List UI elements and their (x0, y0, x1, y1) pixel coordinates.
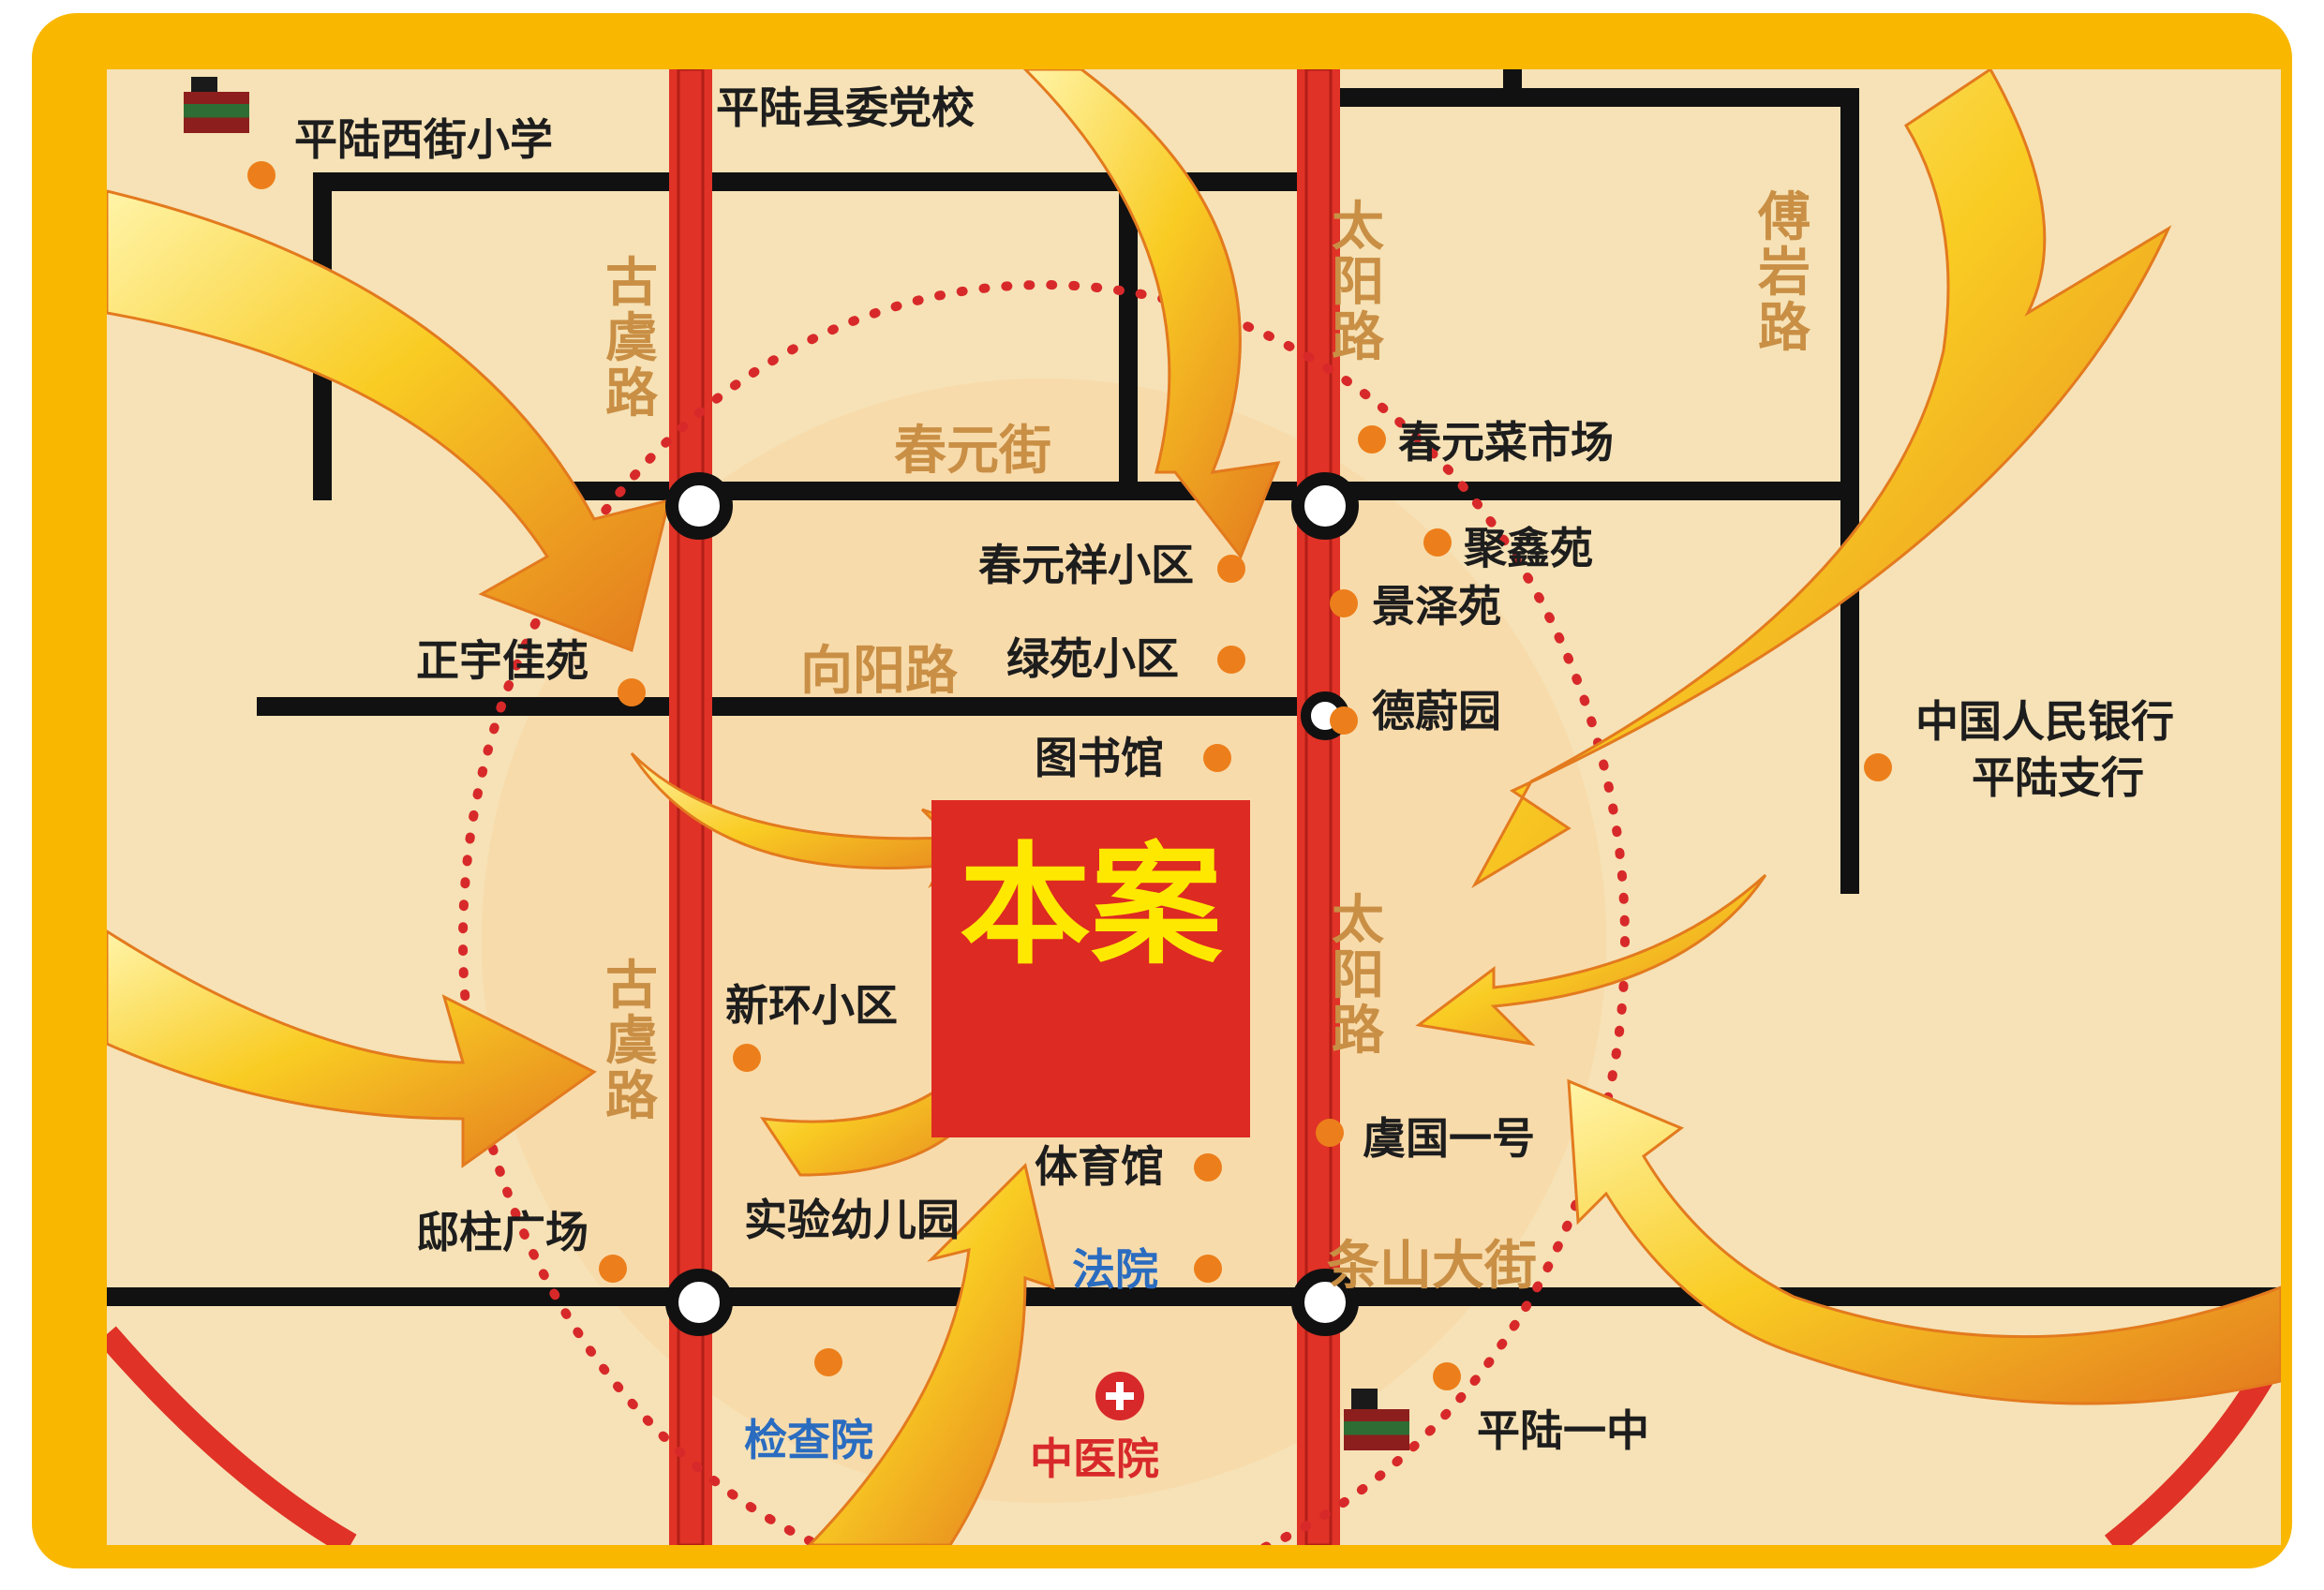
road-label-chun-yuan: 春元街 (894, 421, 1051, 482)
road-label-gu-yu-south: 古虞路 (605, 956, 658, 1127)
school-icon-books (184, 92, 249, 133)
road-label-tai-yang-north: 太阳路 (1332, 197, 1384, 368)
poi-dot (1194, 1255, 1222, 1283)
hospital-icon (1095, 1372, 1144, 1420)
location-map: 本案 古虞路 古虞路 太阳路 太阳路 傅岩路 春元街 向阳路 条山大街 平陆西街… (107, 69, 2281, 1545)
poi-tcm-hospital: 中医院 (1030, 1434, 1159, 1484)
poi-dot (618, 678, 646, 706)
project-site[interactable]: 本案 (931, 800, 1250, 1137)
poi-dot (733, 1044, 761, 1072)
road-label-fu-yan: 傅岩路 (1758, 187, 1810, 359)
junction-node (1291, 472, 1359, 540)
poi-square: 邸柱广场 (416, 1207, 588, 1257)
arrows (107, 69, 2281, 1545)
poi-chunyuanxiang: 春元祥小区 (978, 540, 1194, 590)
poi-dot (1217, 646, 1245, 674)
poi-gym: 体育馆 (1035, 1141, 1164, 1192)
road-label-tai-yang-south: 太阳路 (1332, 890, 1384, 1062)
road-label-gu-yu-north: 古虞路 (605, 253, 658, 424)
junction-node (665, 472, 733, 540)
poi-procuratorate: 检查院 (744, 1415, 873, 1465)
corner-arc (107, 1326, 357, 1545)
road-label-xiang-yang: 向阳路 (800, 641, 958, 702)
poi-dot (1433, 1362, 1461, 1390)
poi-dot (1316, 1119, 1344, 1147)
poi-yuguo: 虞国一号 (1363, 1113, 1535, 1164)
poi-jingze: 景泽苑 (1372, 581, 1501, 632)
poi-dot (814, 1348, 842, 1376)
poi-pboc: 中国人民银行 (1915, 696, 2174, 747)
poi-deweiyuan: 德蔚园 (1372, 686, 1501, 736)
poi-library: 图书馆 (1035, 733, 1164, 783)
poi-pboc-branch: 平陆支行 (1972, 752, 2144, 803)
poi-court: 法院 (1072, 1244, 1158, 1295)
poi-dot (599, 1255, 627, 1283)
poi-dot (1217, 555, 1245, 583)
poi-dot (1203, 744, 1231, 772)
poi-dot (1864, 753, 1892, 781)
map-frame: 本案 古虞路 古虞路 太阳路 太阳路 傅岩路 春元街 向阳路 条山大街 平陆西街… (32, 13, 2292, 1568)
school-icon (1351, 1389, 1378, 1411)
poi-dot (1194, 1153, 1222, 1181)
poi-dot (1330, 706, 1358, 735)
project-site-label: 本案 (959, 830, 1222, 983)
road-edge (1304, 69, 1333, 1545)
radius-ring (458, 280, 1630, 1545)
poi-dot (247, 161, 276, 189)
poi-dot (1358, 425, 1386, 453)
poi-pinglu-xijie-school: 平陆西街小学 (294, 114, 553, 165)
poi-chunyuan-market: 春元菜市场 (1398, 417, 1614, 468)
poi-xinhuan: 新环小区 (725, 980, 898, 1031)
junction-node (665, 1269, 733, 1336)
minor-roads (107, 69, 2281, 1306)
poi-dot (1423, 528, 1452, 557)
poi-lvyuan: 绿苑小区 (1006, 633, 1179, 684)
poi-zhengyu: 正宇佳苑 (416, 635, 588, 686)
poi-dot (1330, 589, 1358, 617)
poi-kindergarten: 实验幼儿园 (744, 1195, 960, 1245)
poi-no1-school: 平陆一中 (1477, 1405, 1649, 1456)
poi-juxin: 聚鑫苑 (1464, 523, 1593, 573)
road-label-tiao-shan: 条山大街 (1327, 1236, 1537, 1297)
poi-party-school: 平陆县委党校 (716, 82, 975, 133)
map-graphics (107, 69, 2281, 1545)
school-icon-books (1344, 1409, 1409, 1450)
